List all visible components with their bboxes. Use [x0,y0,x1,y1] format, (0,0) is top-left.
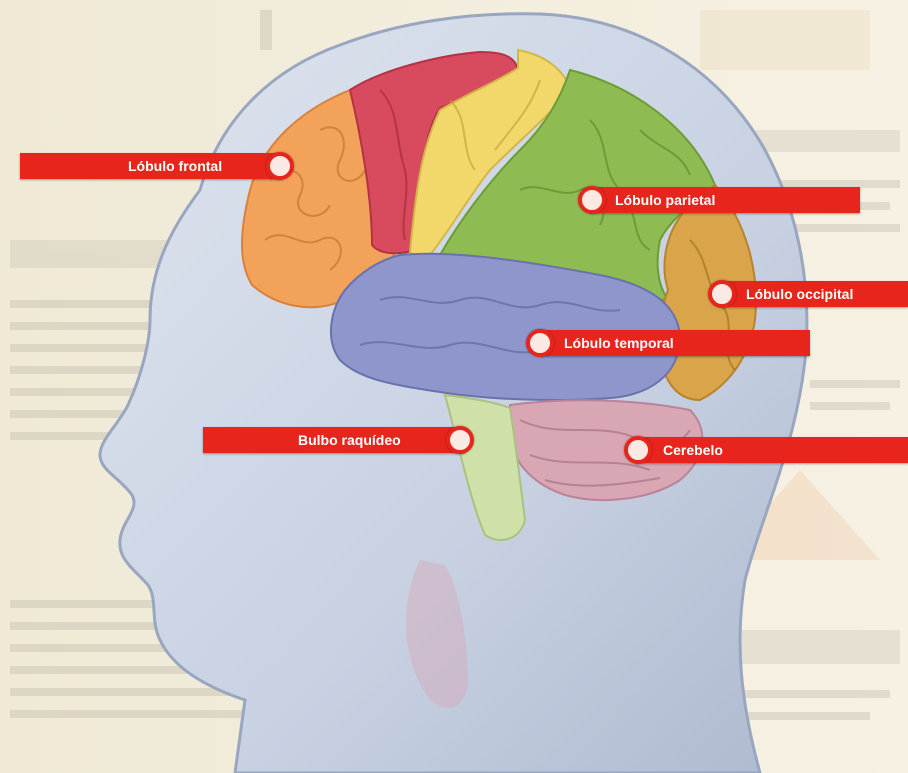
label-bulbo-raquideo: Bulbo raquídeo [298,427,401,453]
pointer-dot-frontal [266,152,294,180]
label-lobulo-frontal: Lóbulo frontal [128,153,222,179]
label-lobulo-temporal: Lóbulo temporal [564,330,674,356]
pointer-dot-parietal [578,186,606,214]
pointer-dot-cerebelo [624,436,652,464]
label-cerebelo: Cerebelo [663,437,723,463]
label-lobulo-occipital: Lóbulo occipital [746,281,853,307]
pointer-dot-temporal [526,329,554,357]
pointer-dot-bulbo [446,426,474,454]
label-lobulo-parietal: Lóbulo parietal [615,187,715,213]
pointer-dot-occipital [708,280,736,308]
